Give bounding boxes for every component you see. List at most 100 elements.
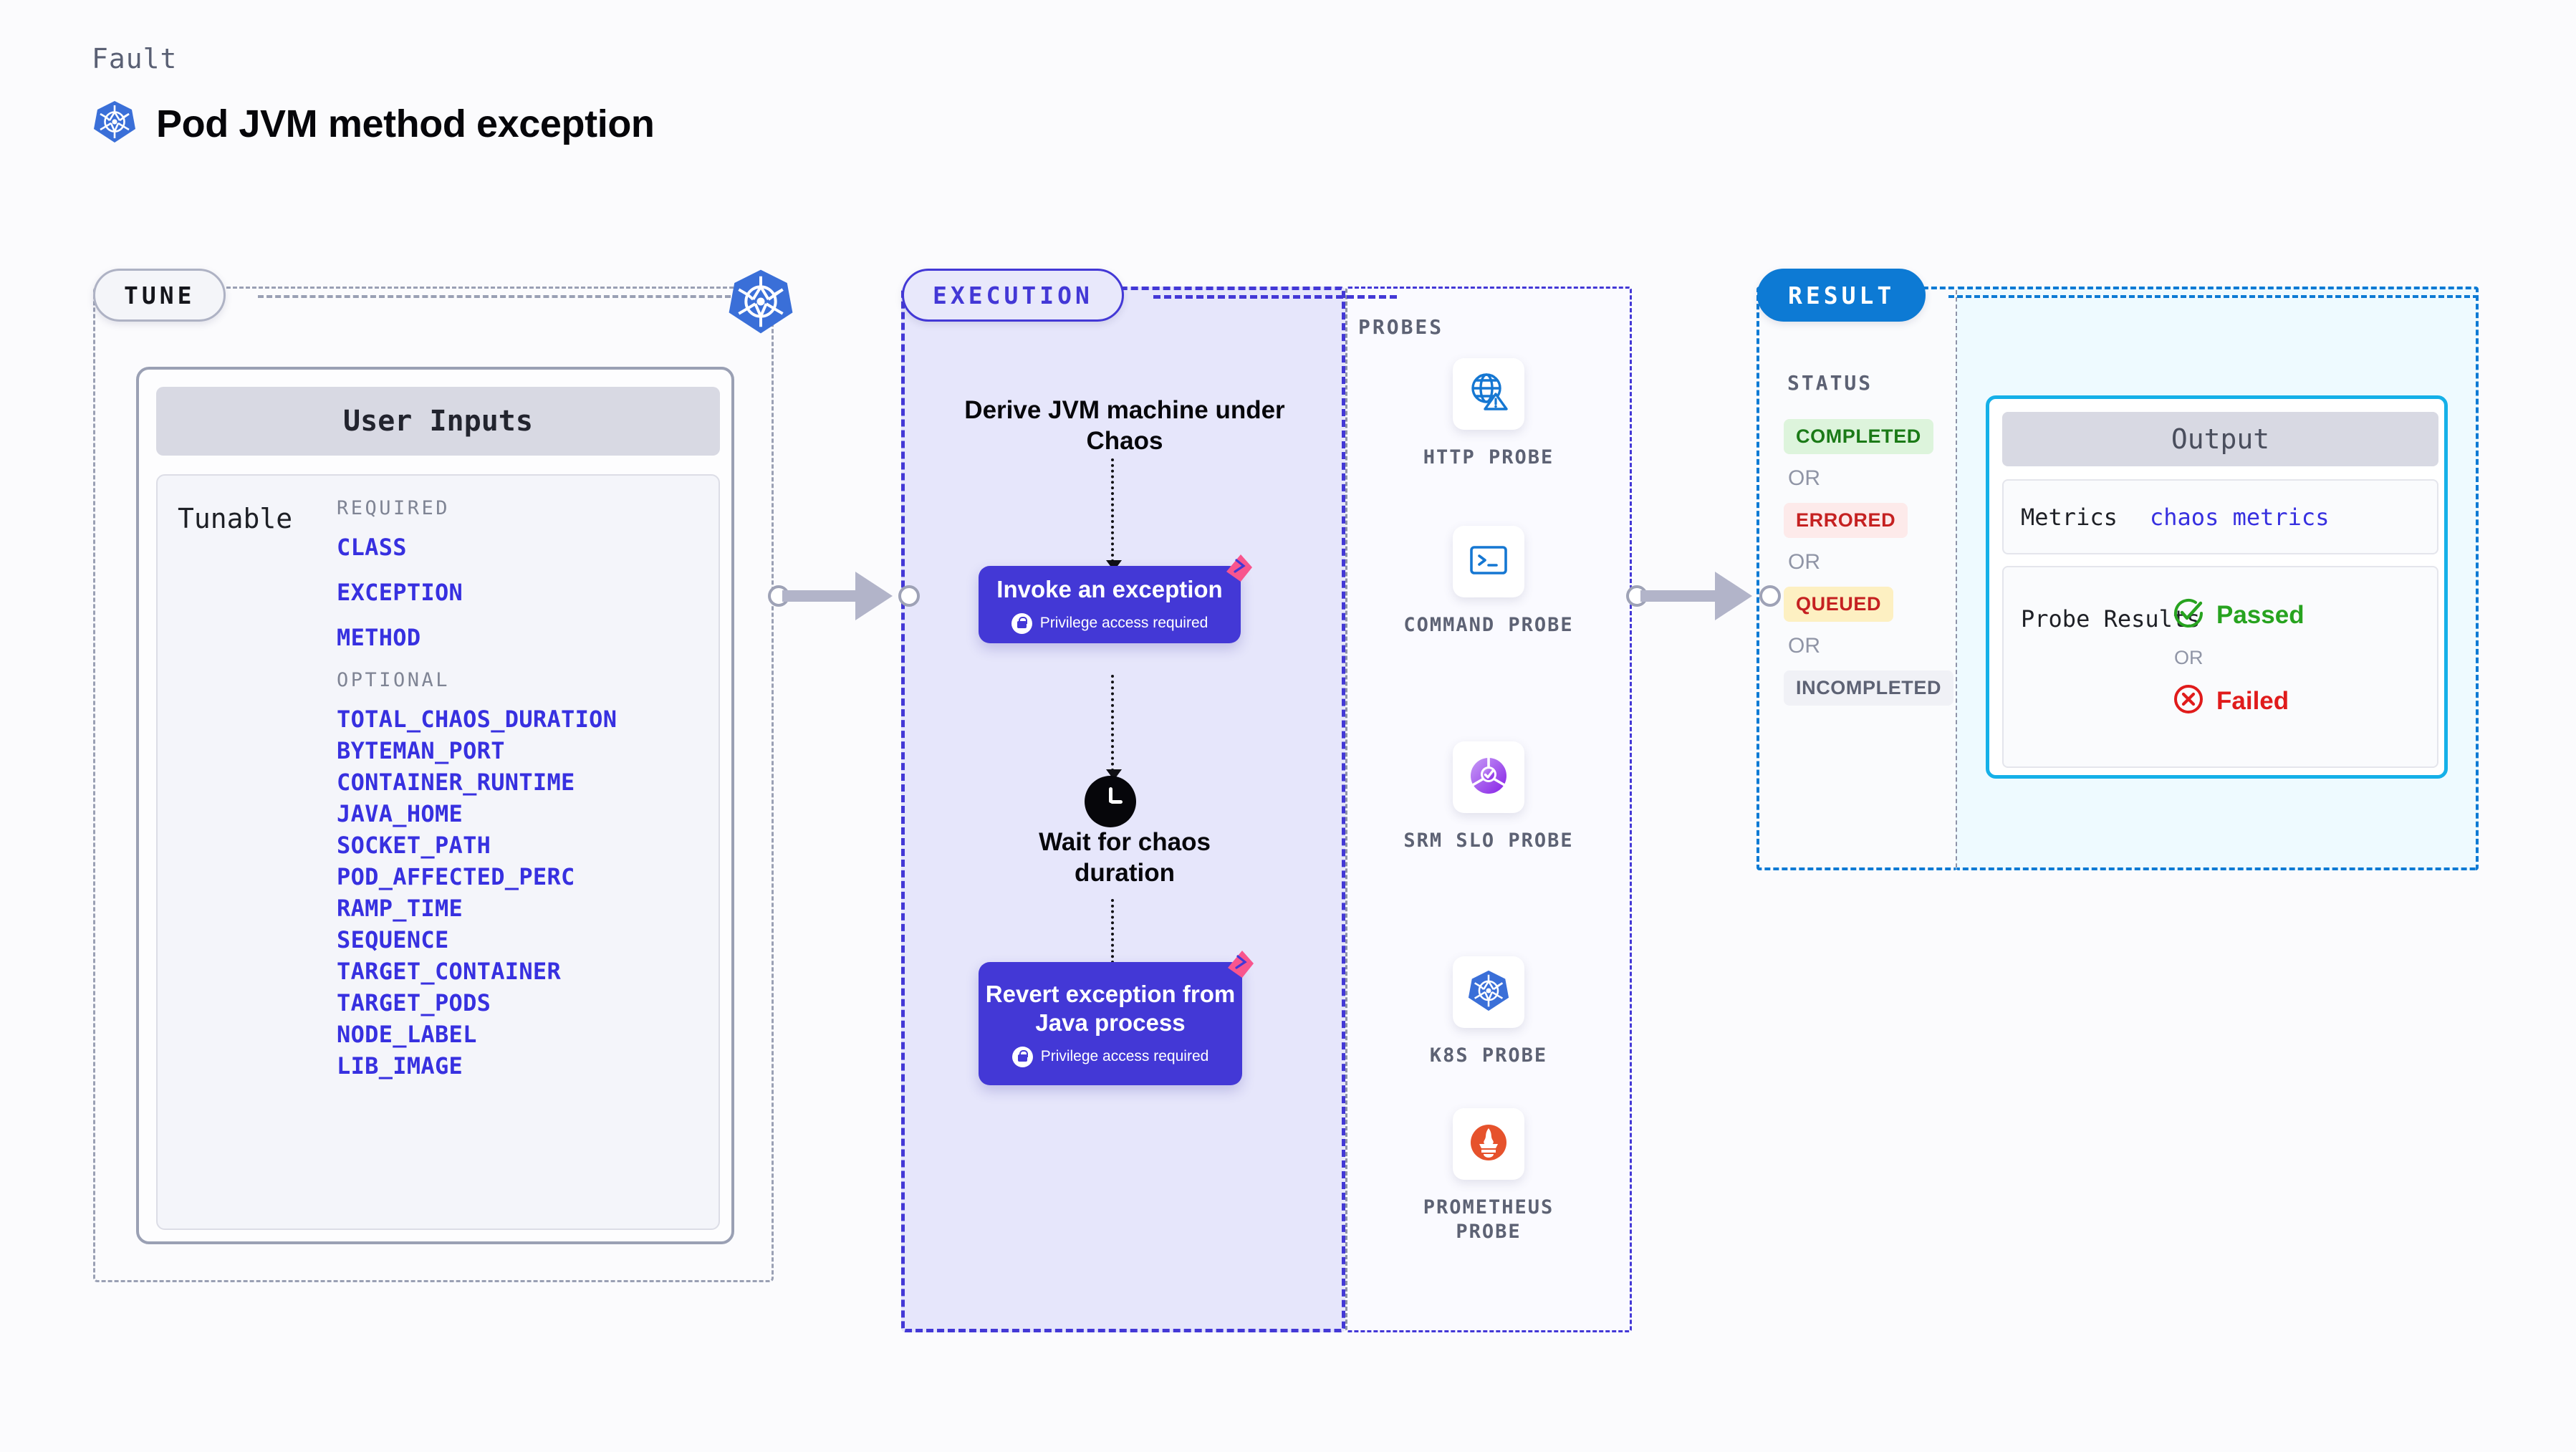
prometheus-icon bbox=[1466, 1120, 1511, 1168]
probe-http[interactable]: HTTP PROBE bbox=[1399, 358, 1578, 470]
tunable-label: Tunable bbox=[178, 503, 293, 534]
terminal-icon bbox=[1466, 538, 1511, 586]
kubernetes-icon bbox=[1466, 968, 1511, 1016]
tunable-box: Tunable REQUIRED CLASS EXCEPTION METHOD … bbox=[156, 474, 720, 1230]
kubernetes-icon bbox=[92, 99, 138, 148]
output-card: Output Metrics chaos metrics Probe Resul… bbox=[1986, 395, 2448, 779]
connector-end-dot bbox=[1759, 585, 1781, 607]
probe-k8s[interactable]: K8S PROBE bbox=[1399, 956, 1578, 1068]
probe-results-row: Probe Results Passed OR bbox=[2002, 566, 2438, 768]
probe-tile bbox=[1453, 1108, 1524, 1180]
step-derive-label: Derive JVM machine under Chaos bbox=[964, 396, 1285, 455]
output-header: Output bbox=[2002, 412, 2438, 466]
privilege-row: Privilege access required bbox=[1011, 1046, 1209, 1067]
execution-to-result-arrow bbox=[1626, 566, 1781, 626]
status-badge: INCOMPLETED bbox=[1784, 670, 1954, 706]
tune-pill[interactable]: TUNE bbox=[93, 269, 226, 322]
probe-label: HTTP PROBE bbox=[1423, 446, 1554, 468]
user-inputs-header: User Inputs bbox=[156, 387, 720, 456]
probe-result-failed: Failed bbox=[2171, 682, 2305, 720]
or-separator: OR bbox=[2174, 647, 2203, 668]
lock-icon bbox=[1011, 612, 1032, 634]
status-badge: COMPLETED bbox=[1784, 419, 1933, 454]
execution-step-revert[interactable]: Revert exception from Java process Privi… bbox=[979, 951, 1254, 1085]
result-connector-dash bbox=[1948, 295, 2479, 298]
list-item[interactable]: TOTAL_CHAOS_DURATION bbox=[337, 706, 617, 733]
connector-arrowhead bbox=[1715, 572, 1752, 620]
step-title: Revert exception from Java process bbox=[985, 981, 1236, 1036]
list-item[interactable]: NODE_LABEL bbox=[337, 1021, 477, 1048]
list-item[interactable]: EXCEPTION bbox=[337, 579, 463, 606]
or-separator: OR bbox=[1788, 550, 1820, 574]
x-circle-icon bbox=[2171, 682, 2206, 720]
connector-bar bbox=[782, 590, 874, 602]
tune-zone bbox=[93, 287, 774, 1282]
list-item[interactable]: TARGET_CONTAINER bbox=[337, 958, 562, 985]
flow-arrow-2 bbox=[1106, 675, 1122, 780]
execution-step-invoke[interactable]: Invoke an exception Privilege access req… bbox=[979, 554, 1252, 643]
globe-warning-icon bbox=[1466, 370, 1511, 418]
probe-label: SRM SLO PROBE bbox=[1403, 830, 1574, 852]
group-header-optional: OPTIONAL bbox=[337, 669, 451, 691]
probe-prometheus[interactable]: PROMETHEUS PROBE bbox=[1399, 1108, 1578, 1244]
status-section-label: STATUS bbox=[1787, 371, 1873, 395]
lock-icon bbox=[1011, 1046, 1033, 1067]
probe-label: COMMAND PROBE bbox=[1403, 614, 1574, 636]
fault-kicker: Fault bbox=[92, 43, 178, 74]
connector-end-dot bbox=[898, 585, 920, 607]
list-item[interactable]: TARGET_PODS bbox=[337, 989, 491, 1016]
optional-tunables: TOTAL_CHAOS_DURATION BYTEMAN_PORT CONTAI… bbox=[337, 706, 709, 1080]
tune-connector-dash bbox=[258, 295, 731, 298]
litmus-logo-icon bbox=[1219, 550, 1256, 587]
list-item[interactable]: JAVA_HOME bbox=[337, 800, 463, 827]
clock-icon bbox=[1085, 776, 1136, 827]
list-item[interactable]: METHOD bbox=[337, 624, 421, 651]
privilege-note: Privilege access required bbox=[1039, 615, 1208, 632]
probe-tile bbox=[1453, 741, 1524, 813]
page-header: Fault Pod JVM method exception bbox=[92, 43, 655, 148]
probe-label: K8S PROBE bbox=[1429, 1044, 1548, 1067]
user-inputs-card: User Inputs Tunable REQUIRED CLASS EXCEP… bbox=[136, 367, 734, 1244]
list-item[interactable]: CONTAINER_RUNTIME bbox=[337, 769, 575, 796]
list-item[interactable]: SOCKET_PATH bbox=[337, 832, 491, 859]
connector-arrowhead bbox=[855, 572, 893, 620]
required-tunables: CLASS EXCEPTION METHOD bbox=[337, 534, 709, 651]
litmus-logo-icon bbox=[1221, 946, 1258, 984]
probe-label: PROMETHEUS PROBE bbox=[1423, 1196, 1554, 1243]
list-item[interactable]: POD_AFFECTED_PERC bbox=[337, 863, 575, 890]
privilege-note: Privilege access required bbox=[1040, 1048, 1209, 1065]
status-badge: QUEUED bbox=[1784, 587, 1894, 622]
execution-connector-dash bbox=[1153, 295, 1397, 299]
or-separator: OR bbox=[1788, 634, 1820, 658]
probes-section-label: PROBES bbox=[1358, 315, 1444, 339]
list-item[interactable]: BYTEMAN_PORT bbox=[337, 737, 505, 764]
probe-tile bbox=[1453, 956, 1524, 1028]
flow-arrow-1 bbox=[1106, 458, 1122, 571]
status-badge-list: COMPLETED OR ERRORED OR QUEUED OR INCOMP… bbox=[1784, 419, 1963, 706]
failed-label: Failed bbox=[2216, 686, 2289, 715]
tunable-list: REQUIRED CLASS EXCEPTION METHOD OPTIONAL… bbox=[337, 497, 709, 1084]
connector-bar bbox=[1640, 590, 1734, 602]
probe-results-values: Passed OR Failed bbox=[2171, 596, 2305, 720]
probe-command[interactable]: COMMAND PROBE bbox=[1399, 526, 1578, 638]
list-item[interactable]: CLASS bbox=[337, 534, 407, 561]
check-circle-icon bbox=[2171, 596, 2206, 634]
privilege-row: Privilege access required bbox=[1011, 612, 1208, 634]
metrics-value[interactable]: chaos metrics bbox=[2150, 503, 2330, 531]
tune-to-execution-arrow bbox=[768, 566, 920, 626]
result-pill[interactable]: RESULT bbox=[1757, 269, 1926, 322]
execution-pill[interactable]: EXECUTION bbox=[902, 269, 1124, 322]
metrics-row: Metrics chaos metrics bbox=[2002, 479, 2438, 554]
page-title: Pod JVM method exception bbox=[156, 102, 655, 145]
list-item[interactable]: RAMP_TIME bbox=[337, 895, 463, 922]
probe-tile bbox=[1453, 526, 1524, 597]
kubernetes-icon bbox=[726, 266, 796, 337]
or-separator: OR bbox=[1788, 466, 1820, 490]
probe-result-passed: Passed bbox=[2171, 596, 2305, 634]
passed-label: Passed bbox=[2216, 600, 2305, 629]
slo-donut-check-icon bbox=[1466, 754, 1511, 802]
title-row: Pod JVM method exception bbox=[92, 99, 655, 148]
list-item[interactable]: LIB_IMAGE bbox=[337, 1052, 463, 1080]
probe-srm-slo[interactable]: SRM SLO PROBE bbox=[1399, 741, 1578, 853]
list-item[interactable]: SEQUENCE bbox=[337, 926, 449, 953]
